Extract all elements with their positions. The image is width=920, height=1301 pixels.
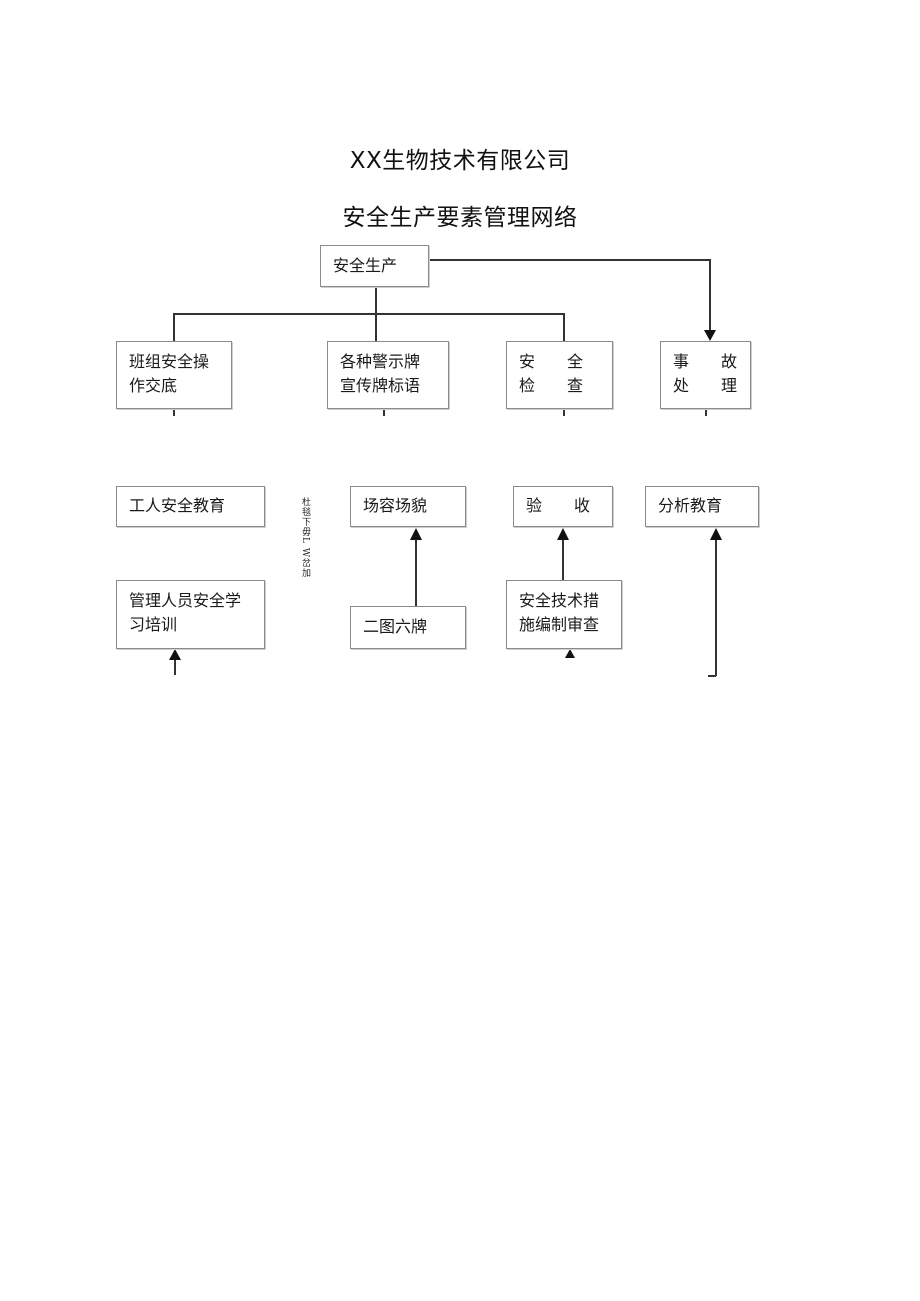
node-manager-training: 管理人员安全学 习培训: [116, 580, 265, 649]
node-two-charts-six-signs-label: 二图六牌: [363, 617, 428, 636]
node-analysis-education-label: 分析教育: [658, 496, 723, 515]
node-safety-measures-review: 安全技术措 施编制审查: [506, 580, 622, 649]
node-team-briefing: 班组安全操 作交底: [116, 341, 232, 409]
node-manager-training-label: 管理人员安全学 习培训: [129, 591, 242, 634]
node-safety-measures-review-label: 安全技术措 施编制审查: [519, 591, 600, 634]
arrow-head-accident: [704, 330, 716, 341]
node-worker-education: 工人安全教育: [116, 486, 265, 527]
node-acceptance: 验 收: [513, 486, 613, 527]
diagram-title: 安全生产要素管理网络: [342, 205, 578, 231]
node-safety-inspection-label: 安 全 检 查: [519, 352, 584, 395]
node-site-appearance-label: 场容场貌: [363, 496, 428, 515]
node-warning-signs-label: 各种警示牌 宣传牌标语: [340, 352, 421, 395]
node-accident-handling-label: 事 故 处 理: [673, 352, 738, 395]
node-root-label: 安全生产: [333, 256, 398, 275]
node-warning-signs: 各种警示牌 宣传牌标语: [327, 341, 449, 409]
node-acceptance-label: 验 收: [526, 496, 591, 515]
node-team-briefing-label: 班组安全操 作交底: [129, 352, 210, 395]
node-accident-handling: 事 故 处 理: [660, 341, 751, 409]
node-two-charts-six-signs: 二图六牌: [350, 606, 466, 649]
node-site-appearance: 场容场貌: [350, 486, 466, 527]
side-vertical-text: 杜毯下毋L W岔加: [300, 497, 310, 579]
node-root: 安全生产: [320, 245, 429, 287]
node-analysis-education: 分析教育: [645, 486, 759, 527]
root-to-accident-line: [428, 259, 711, 332]
node-worker-education-label: 工人安全教育: [129, 496, 226, 515]
node-safety-inspection: 安 全 检 查: [506, 341, 613, 409]
branch-bar-line: [173, 313, 565, 341]
company-title: XX生物技术有限公司: [349, 148, 571, 174]
